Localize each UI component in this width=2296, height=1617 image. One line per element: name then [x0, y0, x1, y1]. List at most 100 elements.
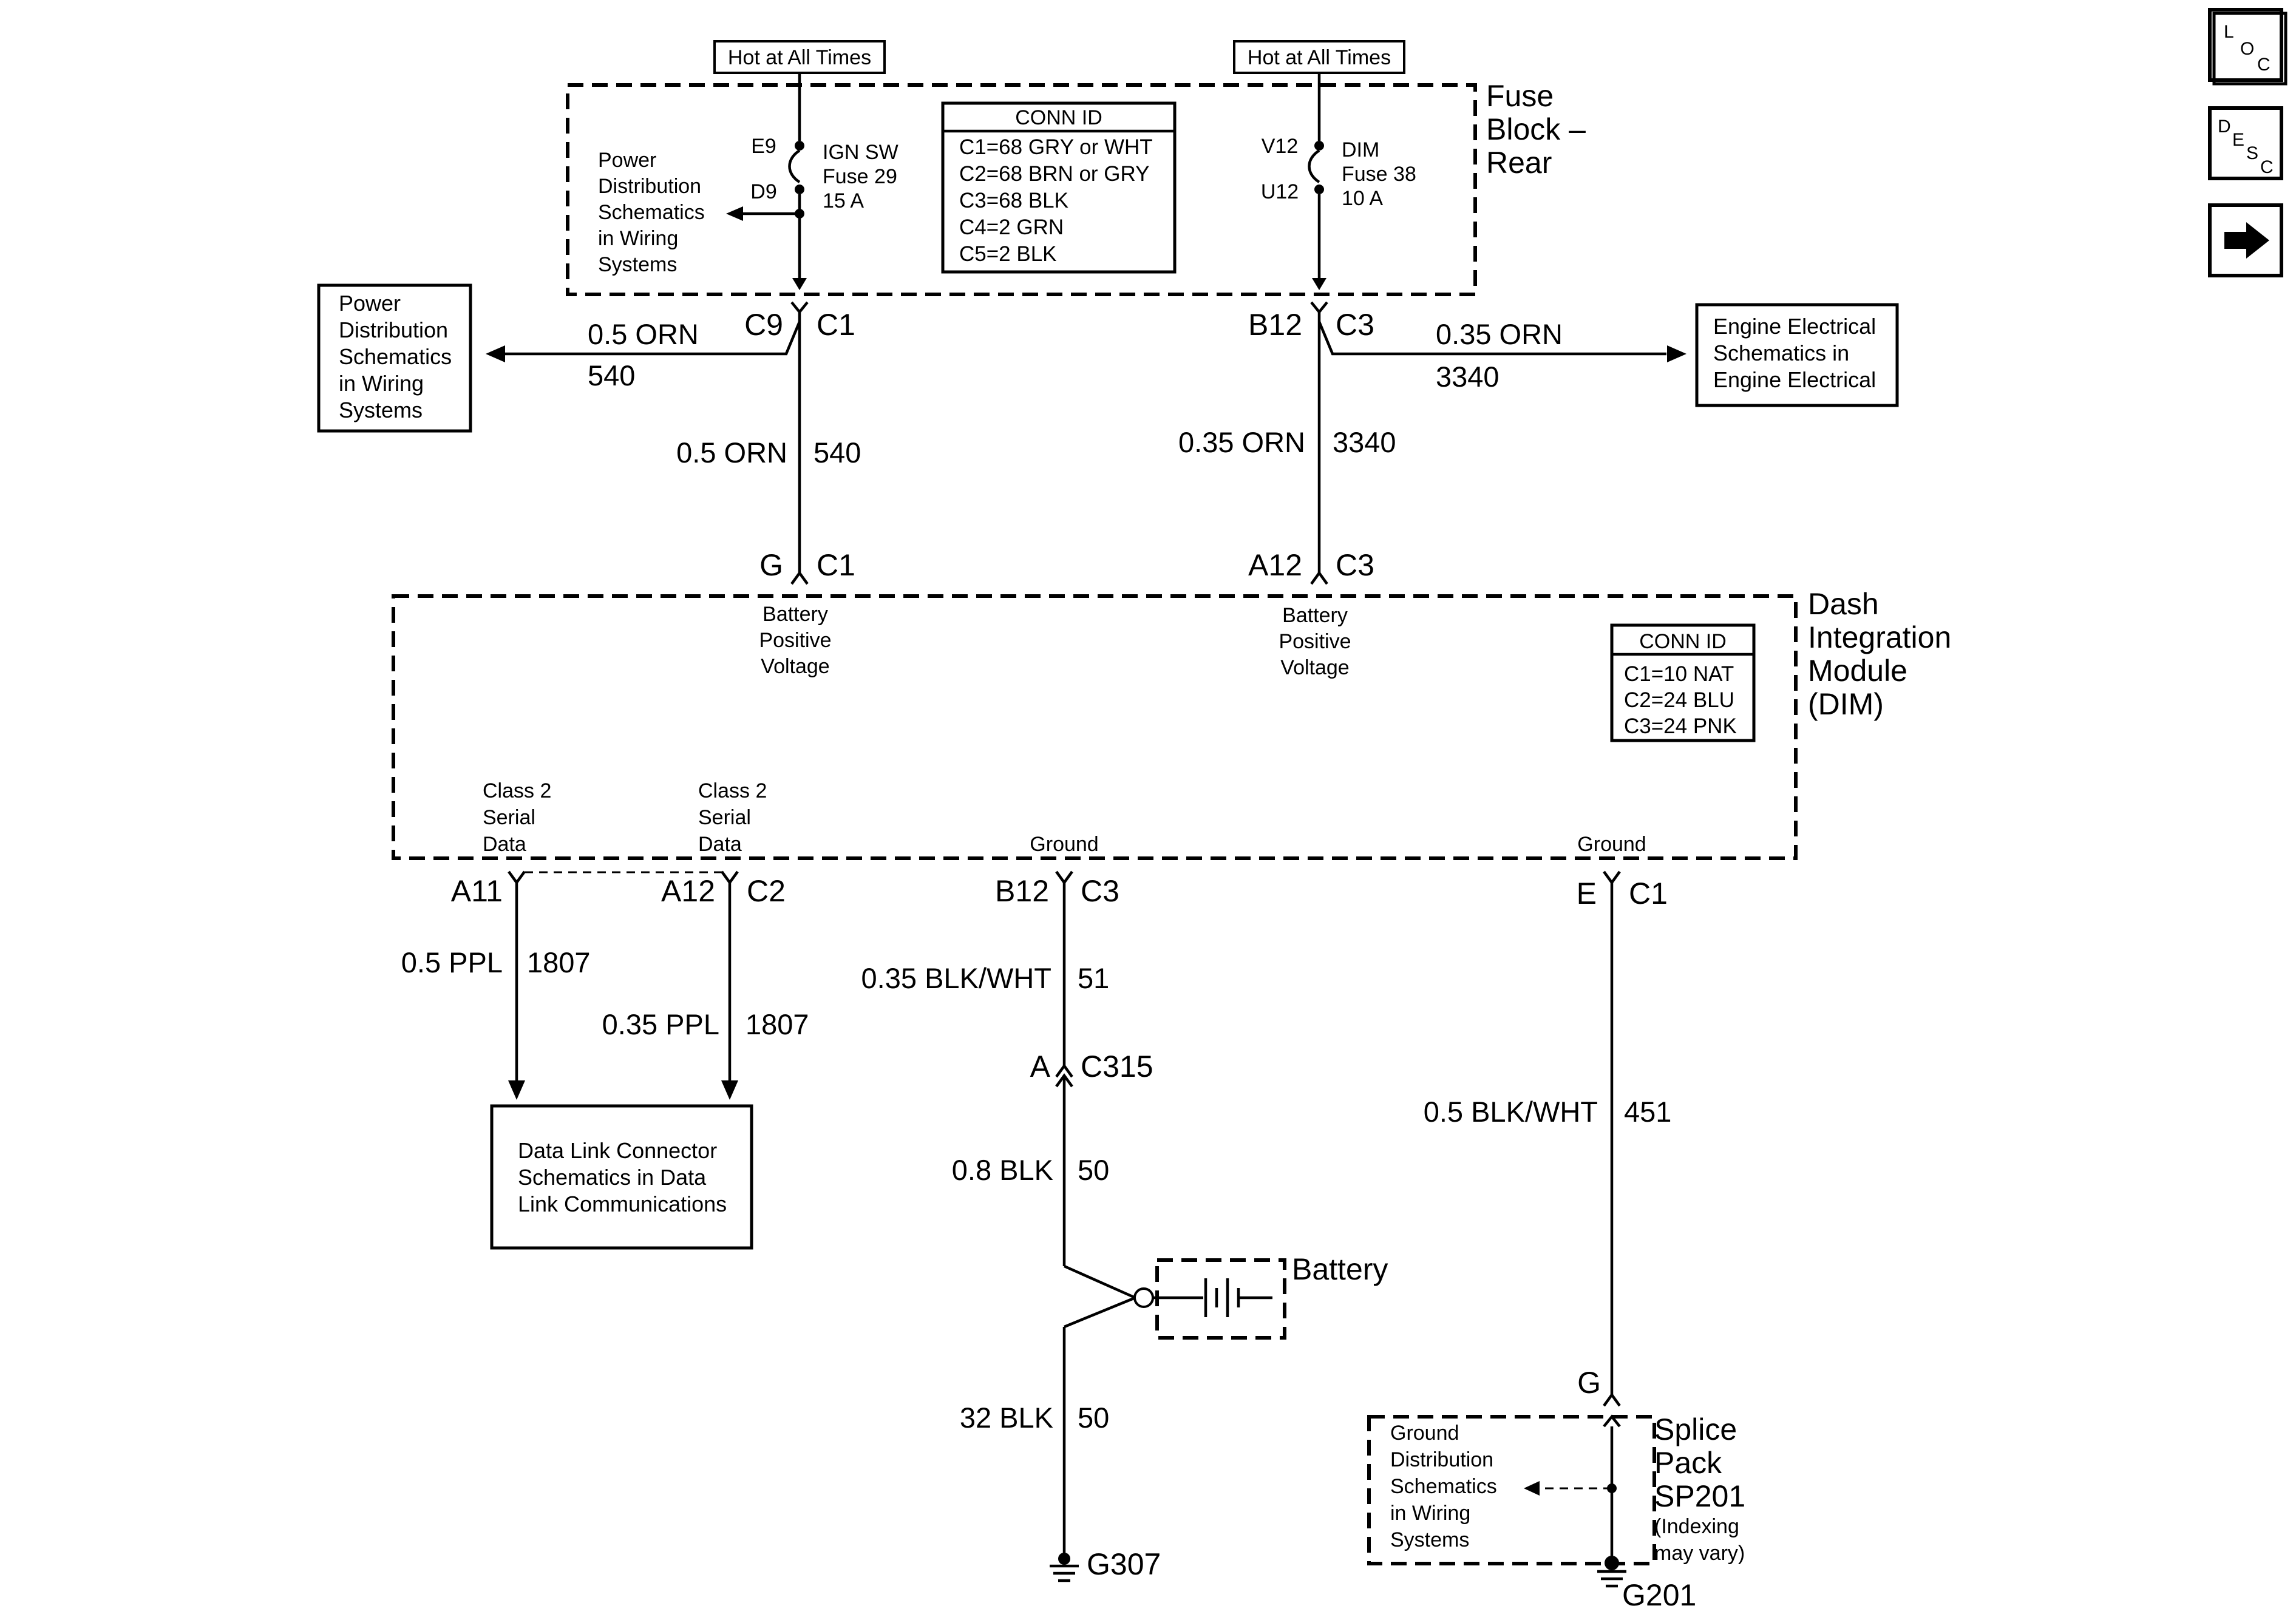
conn-c2: C2 — [747, 874, 786, 908]
arrow-left-icon — [486, 345, 505, 362]
fuse-38-pin-bottom: U12 — [1261, 180, 1299, 203]
splice-pack-sp201: G201 Splice Pack SP201 (Indexing may var… — [1367, 1412, 1745, 1612]
dash-integration-module: Dash Integration Module (DIM) CONN ID C1… — [392, 587, 1951, 860]
serial2-circuit: 1807 — [746, 1008, 809, 1040]
inner-power-distribution-ref[interactable]: Power Distribution Schematics in Wiring … — [598, 149, 705, 276]
loc-l: L — [2224, 22, 2234, 42]
loc-button[interactable]: L O C — [2208, 8, 2288, 86]
ground1-mid-gauge: 0.8 BLK — [952, 1154, 1053, 1186]
dim-conn-id-row-3: C3=24 PNK — [1624, 714, 1737, 738]
pin-a12-c2: A12 — [661, 874, 715, 908]
serial1-line-2: Serial — [483, 806, 535, 829]
desc-d: D — [2218, 117, 2231, 137]
dim-in-right-line-2: Positive — [1279, 630, 1351, 653]
data-link-connector-ref-box[interactable]: Data Link Connector Schematics in Data L… — [490, 1104, 753, 1250]
ground1-upper-circuit: 51 — [1078, 962, 1109, 994]
dlc-line-2: Schematics in Data — [518, 1165, 707, 1190]
ground1-label: Ground — [1030, 833, 1098, 856]
dim-title-1: Dash — [1808, 587, 1879, 621]
ground1-mid-circuit: 50 — [1078, 1154, 1109, 1186]
ground-e-circuit: E C1 0.5 BLK/WHT 451 G — [1424, 870, 1671, 1407]
ground2-circuit: 451 — [1624, 1096, 1671, 1128]
dim-in-right-line-1: Battery — [1282, 604, 1348, 627]
ground-g307: G307 — [1087, 1547, 1161, 1581]
ground1-upper-gauge: 0.35 BLK/WHT — [861, 962, 1051, 994]
splice-pack-outline — [1367, 1415, 1656, 1565]
serial-data-a12: A12 C2 0.35 PPL 1807 — [602, 870, 809, 1100]
loc-o: O — [2240, 39, 2254, 59]
pin-b12-c3: B12 — [995, 874, 1049, 908]
pin-a-c315: A — [1030, 1049, 1051, 1083]
conn-c3-dim: C3 — [1336, 548, 1374, 582]
dim-conn-id-table: CONN ID C1=10 NAT C2=24 BLU C3=24 PNK — [1610, 623, 1756, 742]
inner-ref-line-3: Schematics — [598, 201, 705, 224]
conn-id-row-1: C1=68 GRY or WHT — [959, 135, 1153, 159]
splice-title-1: Splice — [1654, 1412, 1737, 1446]
ground-ref-line-4: in Wiring — [1390, 1502, 1470, 1525]
serial2-line-3: Data — [698, 833, 742, 856]
next-button[interactable] — [2208, 203, 2283, 277]
mid-left-gauge: 0.5 ORN — [676, 436, 787, 469]
left-power-distribution-ref-box[interactable]: Power Distribution Schematics in Wiring … — [317, 283, 472, 433]
dim-outline — [392, 594, 1798, 860]
ground-ref-line-1: Ground — [1390, 1422, 1459, 1445]
inner-ref-line-4: in Wiring — [598, 227, 678, 250]
pin-g-splice: G — [1577, 1366, 1601, 1400]
pin-b12-top: B12 — [1248, 308, 1302, 342]
pin-g-dim: G — [759, 548, 783, 582]
dim-conn-id-title: CONN ID — [1639, 630, 1727, 653]
fuse-block-title-1: Fuse — [1486, 79, 1554, 113]
fuse-38-line-1: DIM — [1342, 138, 1379, 161]
fuse-block-title-3: Rear — [1486, 146, 1552, 180]
ground2-label: Ground — [1577, 833, 1646, 856]
dim-title-2: Integration — [1808, 620, 1951, 654]
conn-id-title: CONN ID — [1015, 106, 1102, 129]
serial-data-a11: A11 0.5 PPL 1807 — [401, 870, 591, 1100]
splice-note-2: may vary) — [1654, 1542, 1745, 1565]
splice-title-2: Pack — [1654, 1446, 1722, 1480]
ground-ref-line-3: Schematics — [1390, 1475, 1497, 1498]
ground-symbol-icon — [1050, 1553, 1079, 1582]
fuse-29-line-3: 15 A — [823, 189, 864, 212]
serial1-circuit: 1807 — [527, 946, 591, 978]
fuse-block-conn-id-table: CONN ID C1=68 GRY or WHT C2=68 BRN or GR… — [941, 101, 1177, 274]
pin-c9: C9 — [744, 308, 783, 342]
inner-ref-line-1: Power — [598, 149, 656, 172]
loc-c: C — [2257, 55, 2271, 75]
left-ref-line-4: in Wiring — [339, 371, 424, 396]
dlc-line-1: Data Link Connector — [518, 1138, 717, 1163]
arrow-right-icon — [1667, 345, 1686, 362]
branch-left-gauge: 0.5 ORN — [588, 318, 699, 350]
serial2-line-1: Class 2 — [698, 779, 767, 802]
fuse-38-line-2: Fuse 38 — [1342, 163, 1416, 186]
ground-distribution-ref[interactable]: Ground Distribution Schematics in Wiring… — [1390, 1422, 1497, 1551]
dim-in-left-line-3: Voltage — [761, 655, 829, 678]
ground-b12-circuit: B12 C3 0.35 BLK/WHT 51 A C315 0.8 BLK 50… — [861, 870, 1161, 1582]
conn-c3-top: C3 — [1336, 308, 1374, 342]
desc-e: E — [2232, 130, 2244, 150]
battery-label: Battery — [1292, 1252, 1388, 1286]
conn-id-row-5: C5=2 BLK — [959, 242, 1057, 266]
branch-right-gauge: 0.35 ORN — [1436, 318, 1563, 350]
fuse-block-title-2: Block – — [1486, 112, 1586, 146]
pin-a12-dim: A12 — [1248, 548, 1302, 582]
conn-id-row-4: C4=2 GRN — [959, 215, 1064, 239]
splice-title-3: SP201 — [1654, 1479, 1745, 1513]
arrow-down-icon — [721, 1080, 738, 1100]
engine-ref-line-2: Schematics in — [1713, 341, 1849, 365]
dim-in-left-line-1: Battery — [763, 603, 828, 626]
dim-title-3: Module — [1808, 654, 1907, 688]
arrow-down-icon — [508, 1080, 525, 1100]
arrow-left-icon — [1524, 1481, 1540, 1496]
engine-electrical-ref-box[interactable]: Engine Electrical Schematics in Engine E… — [1695, 303, 1899, 407]
hot-label-left: Hot at All Times — [728, 46, 871, 69]
engine-ref-line-3: Engine Electrical — [1713, 367, 1876, 392]
desc-button[interactable]: D E S C — [2208, 106, 2283, 180]
fuse-29-line-1: IGN SW — [823, 141, 898, 164]
dim-input-right: A12 C3 Battery Positive Voltage — [1248, 548, 1374, 679]
serial1-line-1: Class 2 — [483, 779, 551, 802]
mid-right-circuit: 3340 — [1333, 426, 1396, 458]
branch-left-circuit: 540 — [588, 359, 635, 392]
ground-g201: G201 — [1622, 1578, 1696, 1612]
